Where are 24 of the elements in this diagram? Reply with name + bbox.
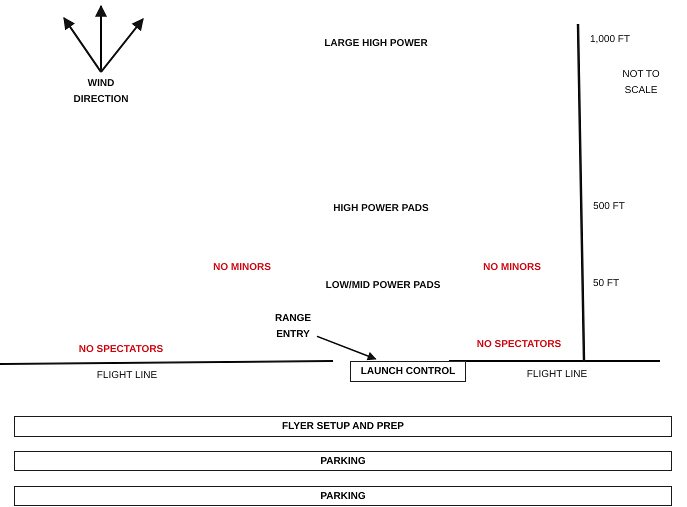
area-box (14, 486, 672, 506)
area-label: PARKING (320, 456, 366, 466)
area-label: FLYER SETUP AND PREP (282, 421, 404, 432)
flight-line-label: FLIGHT LINE (526, 368, 588, 382)
arrow (316, 336, 377, 360)
restriction-label: NO SPECTATORS (78, 343, 164, 357)
zone-label: HIGH POWER PADS (333, 202, 429, 216)
altitude-label: 1,000 FT (590, 33, 630, 47)
area-label: LAUNCH CONTROL (360, 366, 456, 377)
launch-control-box (350, 361, 466, 382)
altitude-label: 50 FT (592, 277, 620, 291)
restriction-label: NO MINORS (483, 261, 541, 275)
scale-note: NOT TO SCALE (621, 68, 661, 98)
restriction-label: NO SPECTATORS (476, 338, 562, 352)
area-box (14, 416, 672, 437)
area-box (14, 451, 672, 471)
area-label: PARKING (320, 490, 366, 502)
wind-label: WIND DIRECTION (72, 77, 130, 107)
zone-label: LARGE HIGH POWER (324, 37, 428, 51)
range-entry-text: RANGE ENTRY (271, 312, 315, 342)
altitude-label: 500 FT (593, 200, 625, 214)
flight-line-label: FLIGHT LINE (96, 369, 158, 383)
zone-label: LOW/MID POWER PADS (326, 279, 440, 293)
restriction-label: NO MINORS (213, 261, 271, 275)
